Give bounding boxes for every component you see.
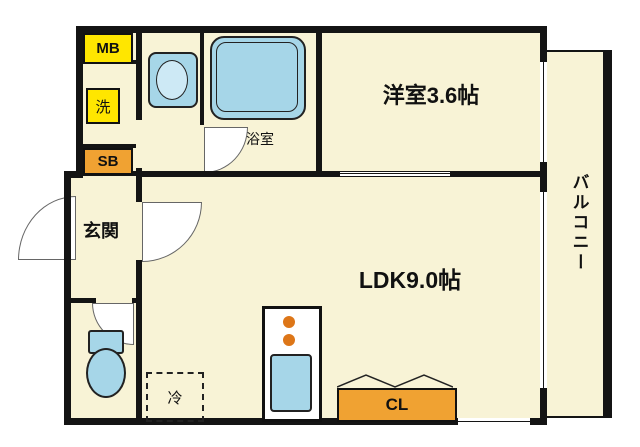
wall-washroom-bath xyxy=(200,26,204,125)
wall-top xyxy=(76,26,547,33)
ldk-label: LDK9.0帖 xyxy=(358,267,462,293)
wall-toilet-right xyxy=(132,298,142,303)
window-ldk-line xyxy=(543,192,544,388)
balcony-top-line xyxy=(547,50,611,52)
window-bottom-line xyxy=(458,421,530,422)
genkan-label: 玄関 xyxy=(83,221,119,241)
sliding-door-western xyxy=(340,172,450,176)
wall-left-column-lower xyxy=(136,260,142,418)
balcony-bottom-line xyxy=(547,416,611,418)
wall-upper-left xyxy=(76,26,83,178)
washbasin-bowl xyxy=(156,60,188,100)
closet-bifold-door-icon xyxy=(337,374,453,388)
stove-burner-2 xyxy=(283,334,295,346)
sliding-door-line xyxy=(340,173,450,174)
shoe-box: SB xyxy=(83,148,133,175)
kitchen-sink xyxy=(270,354,312,412)
stove-burner-1 xyxy=(283,316,295,328)
toilet-bowl xyxy=(86,348,126,398)
fridge-space: 冷 xyxy=(146,372,204,422)
window-western-line xyxy=(543,62,544,162)
wall-bath-western xyxy=(316,26,322,177)
balcony-right-wall xyxy=(603,50,612,418)
closet-box: CL xyxy=(337,388,457,422)
floor-balcony xyxy=(547,50,611,418)
wall-sb-top xyxy=(83,144,136,148)
wall-bath-bottom xyxy=(136,171,322,177)
bathroom-label: 浴室 xyxy=(246,131,274,147)
wall-left-step xyxy=(64,171,83,178)
balcony-label: バルコニー xyxy=(569,172,589,273)
wall-left-column-upper xyxy=(136,26,142,120)
washer-box: 洗 xyxy=(86,88,120,124)
wall-left-column-mid xyxy=(136,168,142,202)
western-room-label: 洋室3.6帖 xyxy=(382,83,480,108)
meter-box: MB xyxy=(83,33,133,64)
bathtub-inner-line xyxy=(216,42,298,112)
wall-toilet-left xyxy=(64,298,96,303)
